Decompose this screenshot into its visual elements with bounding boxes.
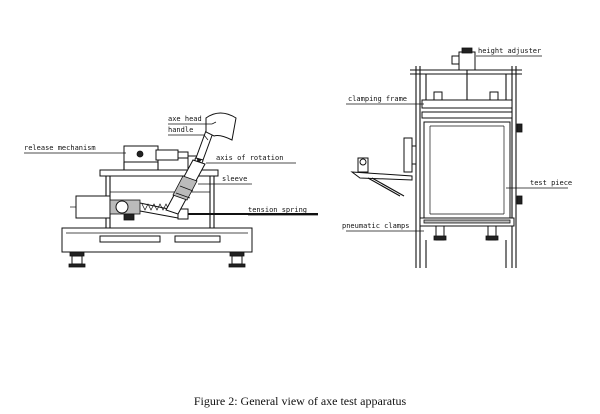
- label-axis-of-rotation: axis of rotation: [216, 154, 283, 162]
- label-test-piece: test piece: [530, 179, 572, 187]
- label-handle: handle: [168, 126, 193, 134]
- figure-caption: Figure 2: General view of axe test appar…: [194, 394, 407, 408]
- table-frame: [99, 169, 219, 228]
- right-leaders: [346, 55, 568, 232]
- test-piece: [423, 121, 511, 219]
- label-pneumatic-clamps: pneumatic clamps: [342, 222, 409, 230]
- side-bolts: [403, 123, 523, 205]
- axe-arm-side: [350, 157, 413, 197]
- spring-housing: [70, 195, 141, 221]
- swing-arm: [165, 159, 206, 215]
- label-release-mechanism: release mechanism: [24, 144, 96, 152]
- label-height-adjuster: height adjuster: [478, 47, 541, 55]
- tension-spring: [139, 202, 318, 220]
- base-feet: [68, 251, 246, 268]
- right-front-view: [346, 47, 568, 268]
- axe-head: [205, 112, 237, 141]
- height-adjuster: [451, 47, 476, 100]
- release-mechanism: [123, 145, 189, 170]
- label-clamping-frame: clamping frame: [348, 95, 407, 103]
- label-tension-spring: tension spring: [248, 206, 307, 214]
- lower-legs: [425, 240, 507, 268]
- axe: [195, 112, 237, 161]
- left-side-view: [24, 112, 318, 268]
- label-sleeve: sleeve: [222, 175, 247, 183]
- label-axe-head: axe head: [168, 115, 202, 123]
- pneumatic-clamps: [419, 217, 515, 241]
- left-leaders: [24, 121, 318, 216]
